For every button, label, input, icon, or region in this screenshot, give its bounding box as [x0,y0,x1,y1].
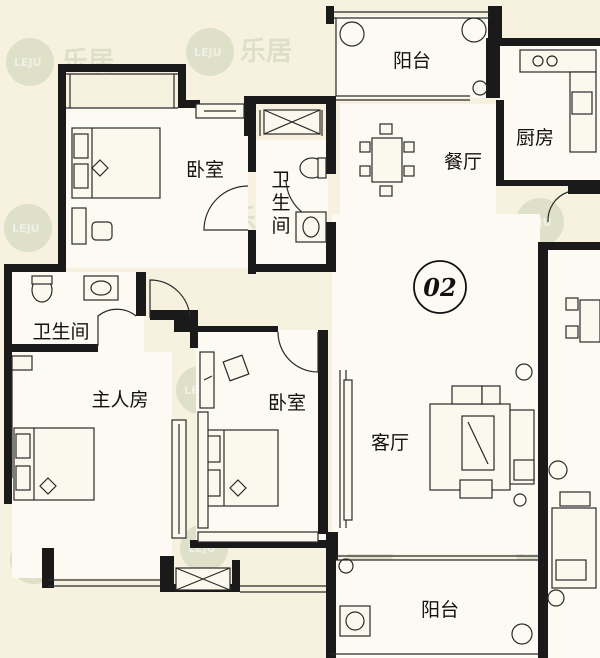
door-swing [149,279,191,319]
door-swing [203,185,249,231]
plant-icon [338,363,533,574]
plant-icon [511,623,533,645]
unit-number: 02 [423,273,456,302]
watermark-logo: LEJU 乐居 [186,28,292,76]
room-label-bathroom-small: 卫生间 [271,169,290,237]
room-label-dining: 餐厅 [444,151,482,173]
room-label-kitchen: 厨房 [516,127,554,149]
door-swing [277,331,319,373]
bed-icon [71,127,161,199]
doors [97,179,569,373]
room-label-balcony-bottom: 阳台 [421,599,459,621]
room-labels: 阳台 厨房 餐厅 卧室 卫生间 主人房 卧室 客厅 阳台 [32,50,554,621]
kitchen-counter-icon [519,49,597,153]
plant-icon [339,17,488,96]
bed-icon [203,429,279,507]
room-label-bedroom-middle: 卧室 [268,392,306,414]
sofa-icon [551,491,597,589]
door-swing [547,191,569,223]
room-label-bathroom-left: 卫生间 [32,321,89,343]
svg-text:LEJU: LEJU [194,46,222,59]
chair-icon [91,221,113,241]
nightstand-icon [71,207,87,245]
plant-icon [547,460,568,607]
svg-text:LEJU: LEJU [12,222,40,235]
washing-machine-icon [339,605,371,637]
room-label-master-bedroom: 主人房 [91,389,148,411]
shafts [175,109,321,591]
door-swing [97,308,137,346]
sink-icon [83,275,119,301]
furniture [11,17,600,645]
unit-number-badge: 02 [413,260,467,314]
svg-text:卫生间: 卫生间 [271,169,290,237]
tv-cabinet-icon [343,379,353,521]
sink-icon [295,211,327,243]
bed-icon [13,427,95,501]
room-label-balcony-top: 阳台 [393,50,431,72]
room-label-living: 客厅 [371,432,409,454]
walls [4,6,600,658]
wardrobe-icon [195,103,245,119]
room-label-bedroom-upper: 卧室 [186,159,224,181]
toilet-icon [31,275,53,303]
dining-table-icon [565,297,600,343]
svg-text:LEJU: LEJU [14,56,42,69]
wardrobe-icon [11,355,187,539]
sofa-icon [429,385,535,499]
svg-text:乐居: 乐居 [62,47,114,77]
svg-text:乐居: 乐居 [240,37,292,67]
desk-icon [199,351,250,409]
wardrobe-icon [197,411,319,543]
toilet-icon [299,157,327,179]
dining-table-icon [359,123,415,197]
